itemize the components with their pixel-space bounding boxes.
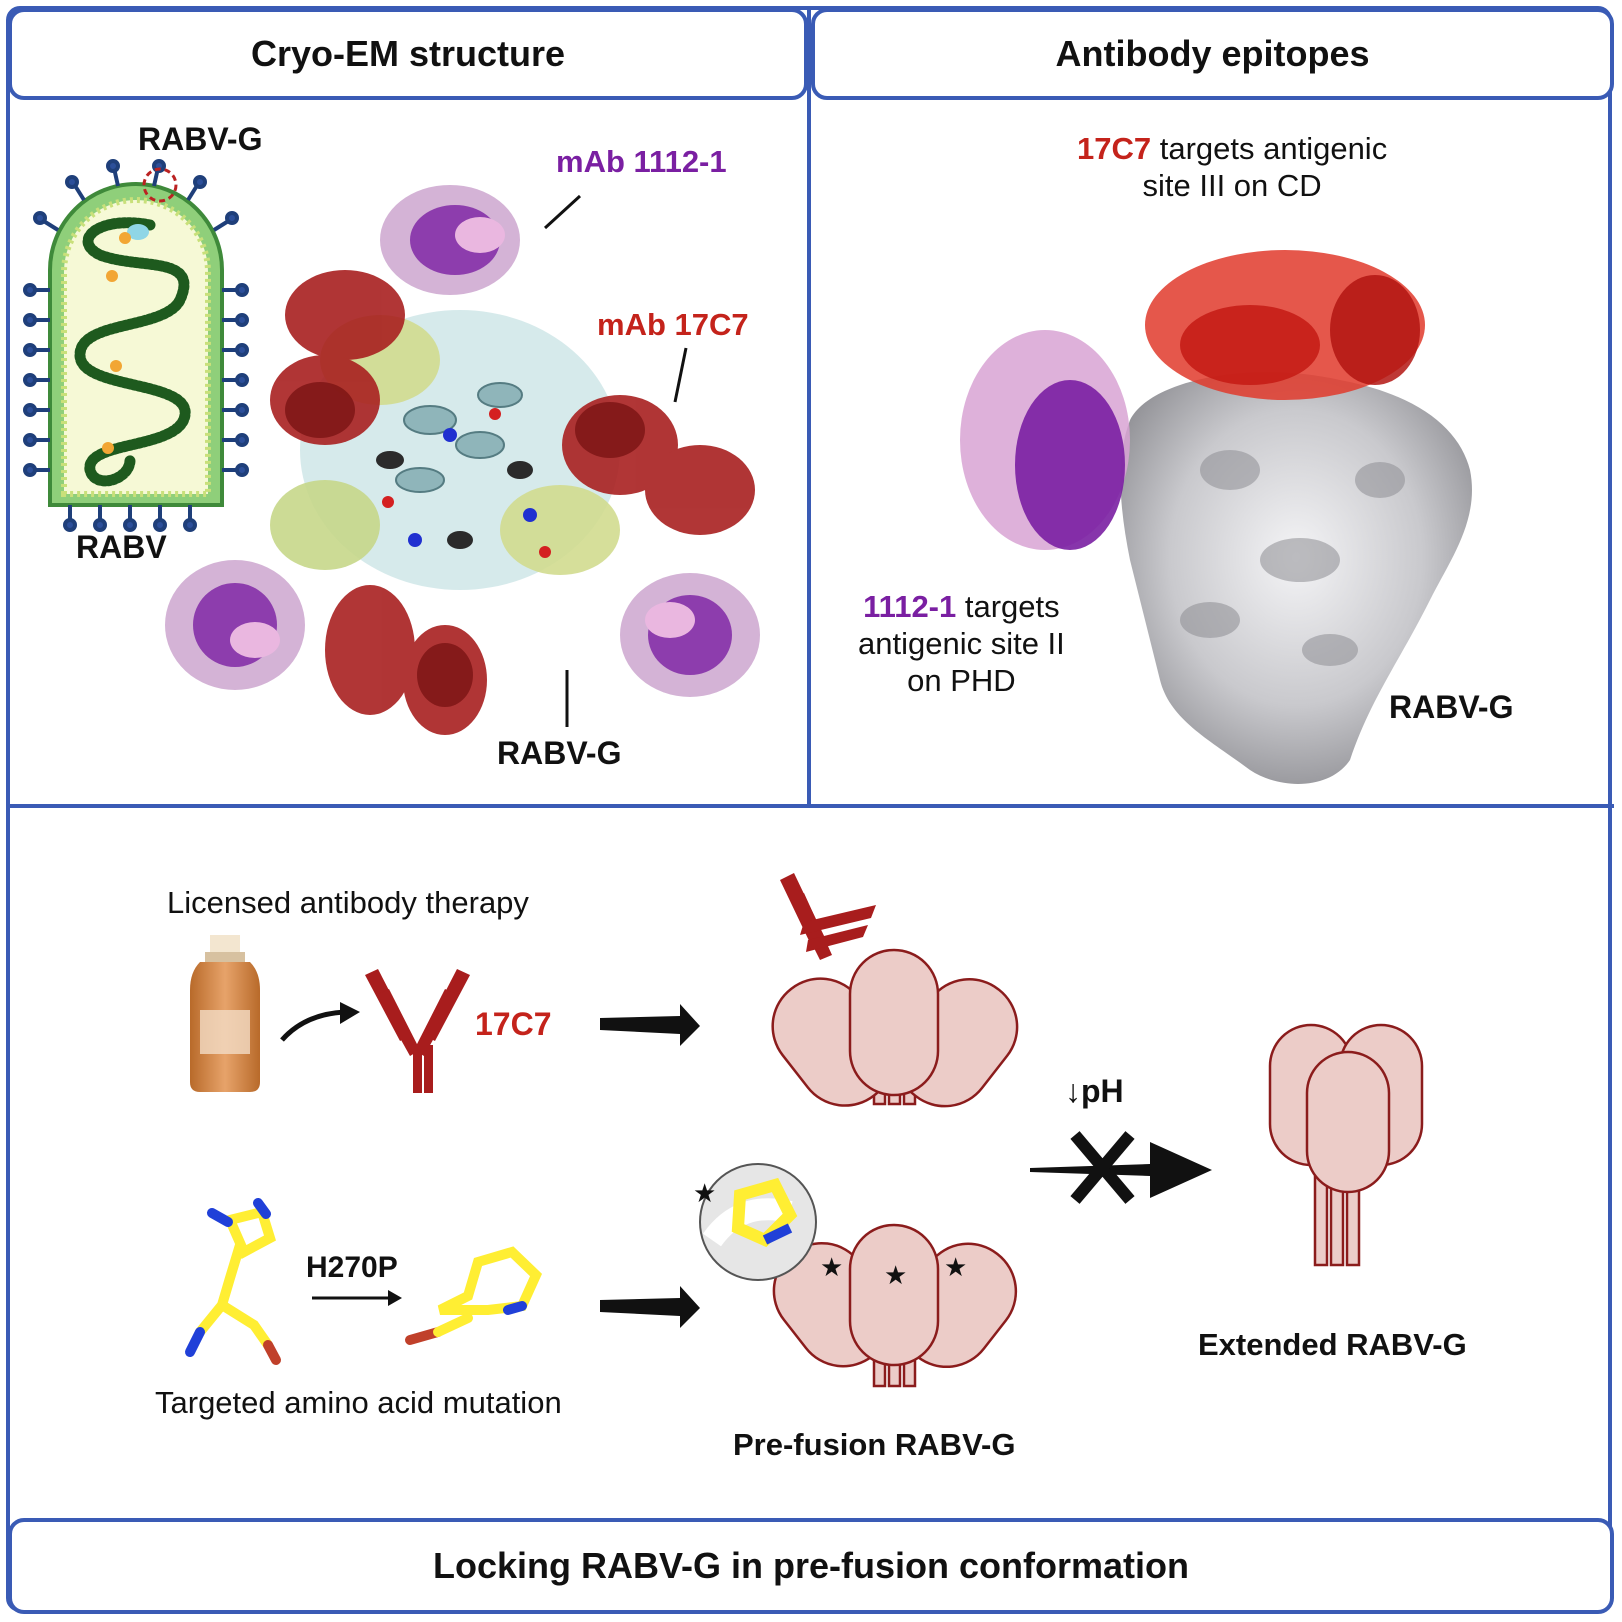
prefusion-mutant-trimer [772, 1223, 1018, 1388]
mab-1112-1-label: mAb 1112-1 [556, 143, 727, 180]
mab-17c7-prefix: mAb [597, 307, 666, 342]
1112-1-epitope-line-1: targets [956, 589, 1060, 624]
bottom-panel-title: Locking RABV-G in pre-fusion conformatio… [433, 1545, 1189, 1586]
arrow-to-prefusion-top [600, 1004, 700, 1046]
17c7-epitope-line-2: site III on CD [1142, 168, 1322, 204]
17c7-epitope-antibody: 17C7 [1077, 131, 1152, 166]
blocked-transition-arrow [1030, 1131, 1212, 1204]
virion-label: RABV [76, 529, 167, 565]
extended-label: Extended RABV-G [1198, 1327, 1467, 1362]
arrow-to-prefusion-bottom [600, 1286, 700, 1328]
1112-1-epitope-caption: 1112-1 targets antigenic site II on PHD [858, 588, 1065, 700]
1112-1-epitope-line-2: antigenic site II [858, 626, 1065, 662]
prefusion-label: Pre-fusion RABV-G [733, 1427, 1016, 1462]
mutation-star-marks: ★ ★ ★ [820, 1253, 967, 1291]
prefusion-antibody-bound-trimer [771, 873, 1019, 1108]
bottle-to-antibody-arrow [280, 1009, 346, 1042]
proline-residue-model [405, 1246, 543, 1345]
bottom-panel-header: Locking RABV-G in pre-fusion conformatio… [8, 1518, 1614, 1614]
svg-text:★: ★ [944, 1253, 967, 1283]
therapy-bottle-icon [190, 935, 260, 1092]
17c7-epitope-caption: 17C7 targets antigenic site III on CD [1077, 130, 1387, 204]
1112-1-epitope-antibody: 1112-1 [863, 589, 957, 624]
mab-1112-1-prefix: mAb [556, 144, 625, 179]
histidine-residue-model [185, 1198, 281, 1365]
cryo-em-trimer-structure [165, 185, 760, 735]
panel-divider-horizontal [8, 804, 1614, 808]
cryo-panel-title: Cryo-EM structure [250, 33, 566, 74]
mab-17c7-name: 17C7 [674, 307, 749, 342]
antibody-17c7-icon [365, 969, 470, 1093]
svg-text:★: ★ [820, 1253, 843, 1283]
epitopes-panel-title: Antibody epitopes [1055, 33, 1370, 74]
rabv-virion-illustration [23, 159, 249, 532]
mutation-label: Targeted amino acid mutation [155, 1385, 562, 1420]
1112-1-epitope-line-3: on PHD [907, 663, 1016, 699]
mab-1112-1-name: 1112-1 [633, 144, 727, 179]
epitope-surface-label: RABV-G [1389, 689, 1514, 725]
svg-text:★: ★ [884, 1261, 907, 1291]
extended-trimer [1268, 1023, 1424, 1267]
panel-divider-vertical [807, 8, 811, 808]
mab-17c7-label: mAb 17C7 [597, 306, 749, 343]
epitopes-panel-header: Antibody epitopes [811, 8, 1614, 100]
cryo-rabv-g-label: RABV-G [497, 735, 622, 771]
virion-spike-label: RABV-G [138, 121, 263, 157]
mutation-code-label: H270P [306, 1251, 398, 1284]
ph-drop-label: ↓pH [1065, 1073, 1124, 1109]
svg-text:★: ★ [693, 1179, 716, 1209]
antibody-17c7-label: 17C7 [475, 1006, 552, 1042]
therapy-label: Licensed antibody therapy [167, 885, 529, 920]
mutation-zoom-inset: ★ [693, 1163, 817, 1281]
17c7-epitope-line-1: targets antigenic [1151, 131, 1388, 166]
cryo-panel-header: Cryo-EM structure [8, 8, 808, 100]
antibody-epitope-structure [960, 250, 1472, 784]
